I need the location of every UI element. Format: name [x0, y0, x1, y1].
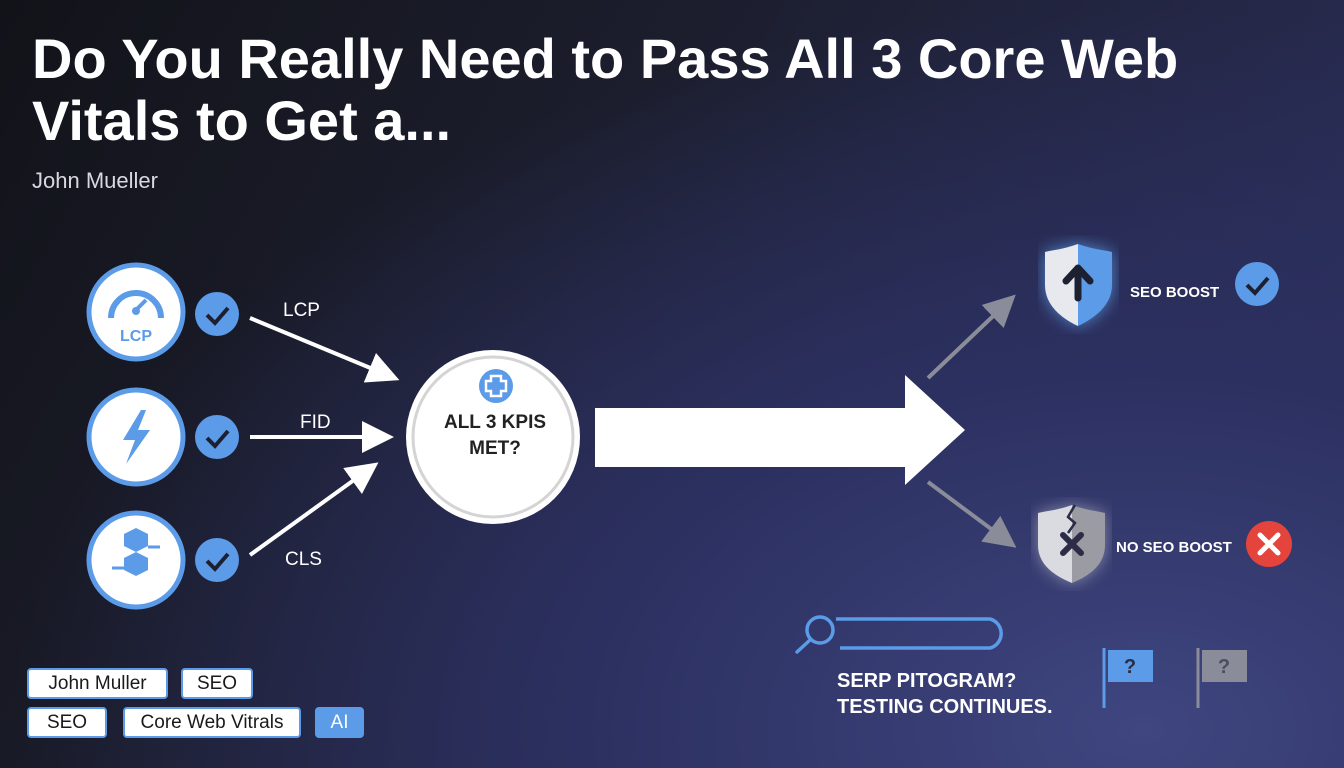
no-seo-boost-label: NO SEO BOOST	[1116, 539, 1232, 556]
outcome-arrows	[926, 294, 1017, 548]
shield-up-icon	[1045, 244, 1112, 326]
tag-ai[interactable]: AI	[315, 707, 364, 738]
search-bar-icon	[795, 615, 1003, 654]
big-arrow	[595, 375, 965, 485]
flag-icon-gray: ?	[1196, 648, 1247, 708]
decision-node	[406, 350, 580, 524]
tag-core-web-vitals[interactable]: Core Web Vitrals	[123, 707, 301, 738]
lcp-icon: LCP	[86, 262, 186, 362]
plus-icon	[479, 369, 513, 403]
serp-line-1: SERP PITOGRAM?	[837, 670, 1017, 692]
input-arrows	[248, 316, 400, 557]
layout-shift-icon	[86, 510, 186, 610]
author: John Mueller	[32, 168, 158, 193]
svg-text:?: ?	[1124, 656, 1136, 678]
fid-label: FID	[300, 412, 331, 433]
flag-icon-blue: ?	[1102, 648, 1153, 708]
lcp-label: LCP	[283, 300, 320, 321]
tag-seo-2[interactable]: SEO	[27, 707, 107, 738]
check-icons	[195, 292, 239, 582]
decision-text: ALL 3 KPIS MET?	[443, 412, 547, 459]
seo-boost-label: SEO BOOST	[1130, 284, 1220, 301]
svg-text:?: ?	[1218, 656, 1230, 678]
tag-john-muller[interactable]: John Muller	[27, 668, 168, 699]
lightning-icon	[86, 387, 186, 487]
shield-broken-icon	[1038, 504, 1105, 583]
page-title: Do You Really Need to Pass All 3 Core We…	[32, 27, 1179, 152]
cls-label: CLS	[285, 549, 322, 570]
serp-text: SERP PITOGRAM? TESTING CONTINUES.	[837, 668, 1053, 720]
tag-seo[interactable]: SEO	[181, 668, 253, 699]
svg-text:LCP: LCP	[120, 328, 152, 345]
check-icon	[1235, 262, 1279, 306]
serp-line-2: TESTING CONTINUES.	[837, 696, 1053, 718]
